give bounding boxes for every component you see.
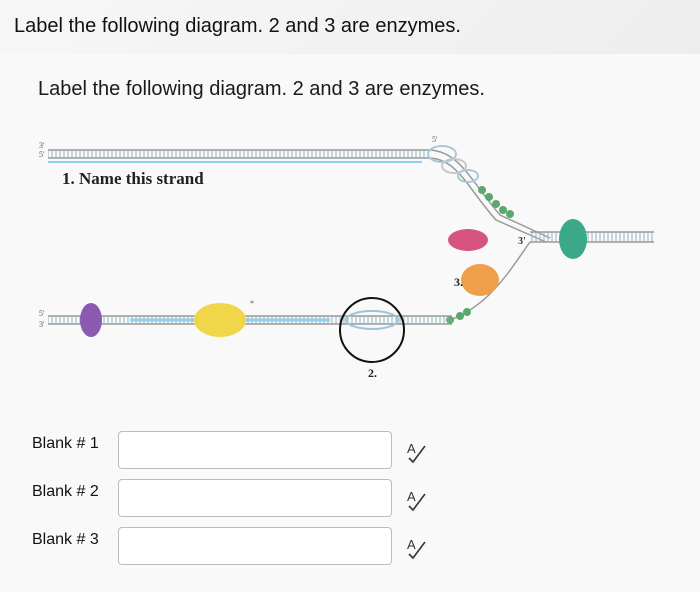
- blank-2-label: Blank # 2: [32, 483, 99, 500]
- ssb-beads-upper: [478, 186, 514, 218]
- enzyme-2-region: [339, 297, 405, 363]
- bottom-lagging-strand: [48, 315, 452, 325]
- blank-2-input[interactable]: [118, 479, 392, 517]
- purple-protein: [80, 303, 102, 337]
- blank-3-input[interactable]: [118, 527, 392, 565]
- page-title: Label the following diagram. 2 and 3 are…: [14, 15, 461, 37]
- yellow-protein: [194, 303, 246, 337]
- parental-helix: [530, 231, 654, 243]
- top-leading-strand: [48, 149, 551, 243]
- pink-protein: [448, 229, 488, 251]
- blank-3-label: Blank # 3: [32, 531, 99, 548]
- bottom-strand-end-5: 5': [39, 309, 45, 318]
- spellcheck-icon[interactable]: A: [403, 534, 429, 560]
- top-fork-loops: [427, 145, 479, 183]
- spellcheck-icon[interactable]: A: [403, 438, 429, 464]
- top-strand-end-5: 5': [39, 150, 45, 159]
- strand-label: 1. Name this strand: [62, 169, 204, 188]
- enzyme-3-label: 3.: [454, 275, 463, 289]
- fork-top-end-5: 5': [432, 135, 438, 144]
- svg-text:A: A: [407, 489, 416, 504]
- svg-text:A: A: [407, 441, 416, 456]
- enzyme-2-label: 2.: [368, 366, 377, 380]
- fragment-end-marker: *: [250, 299, 254, 308]
- question-prompt: Label the following diagram. 2 and 3 are…: [38, 78, 485, 100]
- blank-1-label: Blank # 1: [32, 435, 99, 452]
- bottom-strand-end-3: 3': [39, 320, 45, 329]
- replication-fork-diagram: 3' 5' 5' 3' 1. Name this strand 5' 3': [39, 135, 654, 380]
- top-strand-end-3: 3': [39, 141, 45, 150]
- svg-text:A: A: [407, 537, 416, 552]
- blank-1-input[interactable]: [118, 431, 392, 469]
- enzyme-3-orange-protein: [461, 264, 499, 296]
- spellcheck-icon[interactable]: A: [403, 486, 429, 512]
- fragment-marker: 3': [518, 236, 526, 247]
- teal-protein: [559, 219, 587, 259]
